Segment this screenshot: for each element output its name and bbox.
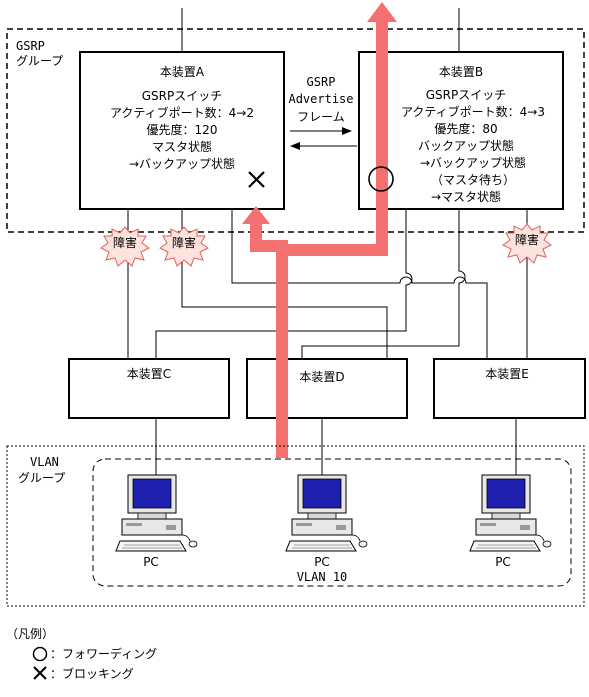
legend-forwarding-text: ：フォワーディング (50, 646, 157, 661)
failure-burst-2: 障害 (159, 226, 209, 267)
device-a-box (79, 51, 285, 210)
device-a-line-3: 優先度：120 (147, 122, 218, 137)
pc-right-icon (469, 474, 552, 552)
legend-title: （凡例） (6, 627, 54, 641)
traffic-path-to-device-a (242, 206, 288, 458)
legend-blocking-icon (33, 666, 47, 680)
device-a-name: 本装置A (160, 65, 205, 79)
device-e-name: 本装置E (485, 367, 529, 381)
pc-right-label: PC (495, 555, 511, 569)
legend-forwarding-icon (32, 646, 48, 662)
advertise-label-3: フレーム (297, 110, 345, 124)
advertise-label-2: Advertise (288, 92, 353, 106)
device-b-line-4: バックアップ状態 (418, 138, 514, 153)
failure-label-1: 障害 (113, 235, 137, 250)
device-b-line-7: →マスタ状態 (431, 189, 501, 204)
legend-blocking-text: ：ブロッキング (50, 666, 134, 681)
forwarding-mark-device-b (368, 166, 394, 192)
blocking-mark-device-a (248, 171, 265, 188)
gsrp-group-label-1: GSRP (16, 39, 45, 53)
device-b-name: 本装置B (439, 65, 483, 79)
device-e-box (433, 358, 586, 419)
failure-burst-3: 障害 (502, 223, 552, 264)
pc-center-icon (285, 474, 368, 552)
device-a-line-1: GSRPスイッチ (142, 89, 223, 103)
pc-left-icon (115, 474, 198, 552)
device-a-line-4: マスタ状態 (152, 139, 212, 154)
vlan-group-label-1: VLAN (30, 455, 59, 469)
traffic-path-to-uplink (282, 2, 397, 256)
vlan-group-label-2: グループ (18, 471, 65, 485)
advertise-arrow-right (290, 127, 352, 135)
device-c-box (68, 358, 230, 419)
gsrp-group-label-2: グループ (16, 54, 63, 68)
device-d-box (246, 358, 408, 419)
device-b-line-3: 優先度：80 (434, 121, 497, 136)
failure-label-3: 障害 (515, 232, 539, 247)
device-b-line-5: →バックアップ状態 (420, 155, 526, 170)
device-b-line-2: アクティブポート数：4→3 (401, 104, 545, 119)
device-b-line-6: （マスタ待ち） (431, 173, 515, 187)
failure-burst-1: 障害 (100, 226, 150, 267)
vlan10-label: VLAN 10 (297, 570, 348, 584)
vlan-group-region (6, 445, 585, 607)
pc-left-label: PC (143, 555, 159, 569)
device-b-line-1: GSRPスイッチ (426, 88, 507, 102)
advertise-arrow-left (290, 142, 357, 150)
device-a-line-2: アクティブポート数：4→2 (110, 105, 254, 120)
device-d-name: 本装置D (299, 370, 344, 384)
advertise-label-1: GSRP (307, 75, 336, 89)
vlan10-region (92, 458, 572, 587)
pc-center-label: PC (314, 555, 330, 569)
device-a-line-5: →バックアップ状態 (129, 156, 235, 171)
failure-label-2: 障害 (172, 235, 196, 250)
device-c-name: 本装置C (127, 367, 171, 381)
